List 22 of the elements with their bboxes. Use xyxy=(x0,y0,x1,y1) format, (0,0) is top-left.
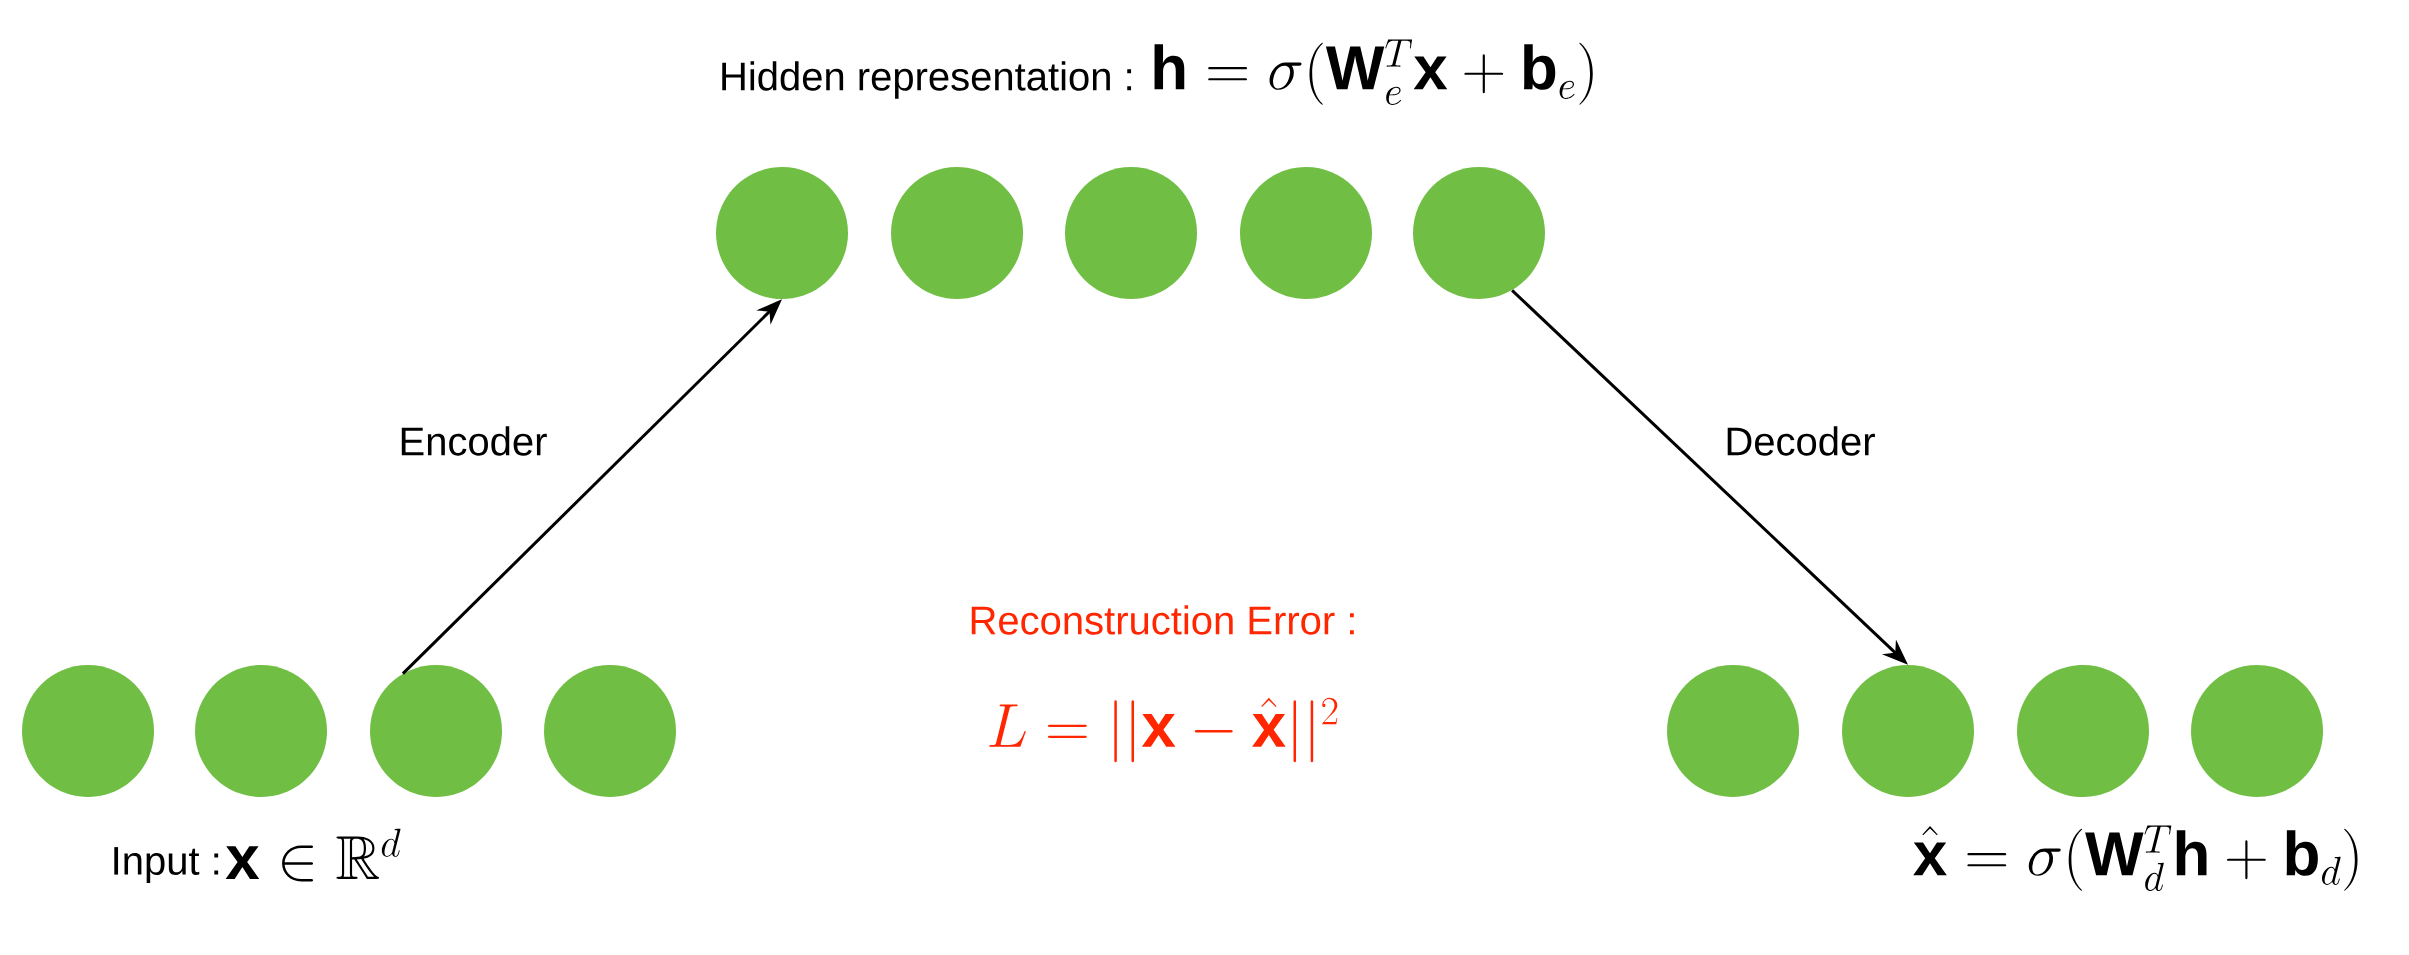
neuron-circle xyxy=(1413,167,1545,299)
edge-label: Encoder xyxy=(396,424,550,458)
formula: $L = ||\mathbf{x}-\hat{\mathbf{x}}||^2$ xyxy=(989,697,1338,763)
neuron-circle xyxy=(1240,167,1372,299)
neuron-circle xyxy=(2191,665,2323,797)
formula: $\mathbf{x} \in \mathbb{R}^d$ xyxy=(225,828,401,882)
neuron-circle xyxy=(1065,167,1197,299)
formula: $\mathbf{h} = \sigma(\mathbf{W}_e^T\mathbf{x}+\mathbf{b}_e)$ xyxy=(1154,39,1593,105)
text-label: Hidden representation : xyxy=(722,61,1132,99)
neuron-circle xyxy=(195,665,327,797)
neuron-circle xyxy=(1842,665,1974,797)
neuron-circle xyxy=(22,665,154,797)
text-label: Input : xyxy=(114,847,219,883)
neuron-circle xyxy=(891,167,1023,299)
neuron-circle xyxy=(1667,665,1799,797)
neuron-circle xyxy=(716,167,848,299)
neuron-circle xyxy=(544,665,676,797)
neuron-circle xyxy=(370,665,502,797)
text-label: Reconstruction Error : xyxy=(971,605,1354,635)
edge-label: Decoder xyxy=(1722,424,1878,458)
neuron-circle xyxy=(2017,665,2149,797)
formula: $\hat{\mathbf{x}} = \sigma(\mathbf{W}_d^T\mathbf{h}+\mathbf{b}_d)$ xyxy=(1913,825,2358,891)
